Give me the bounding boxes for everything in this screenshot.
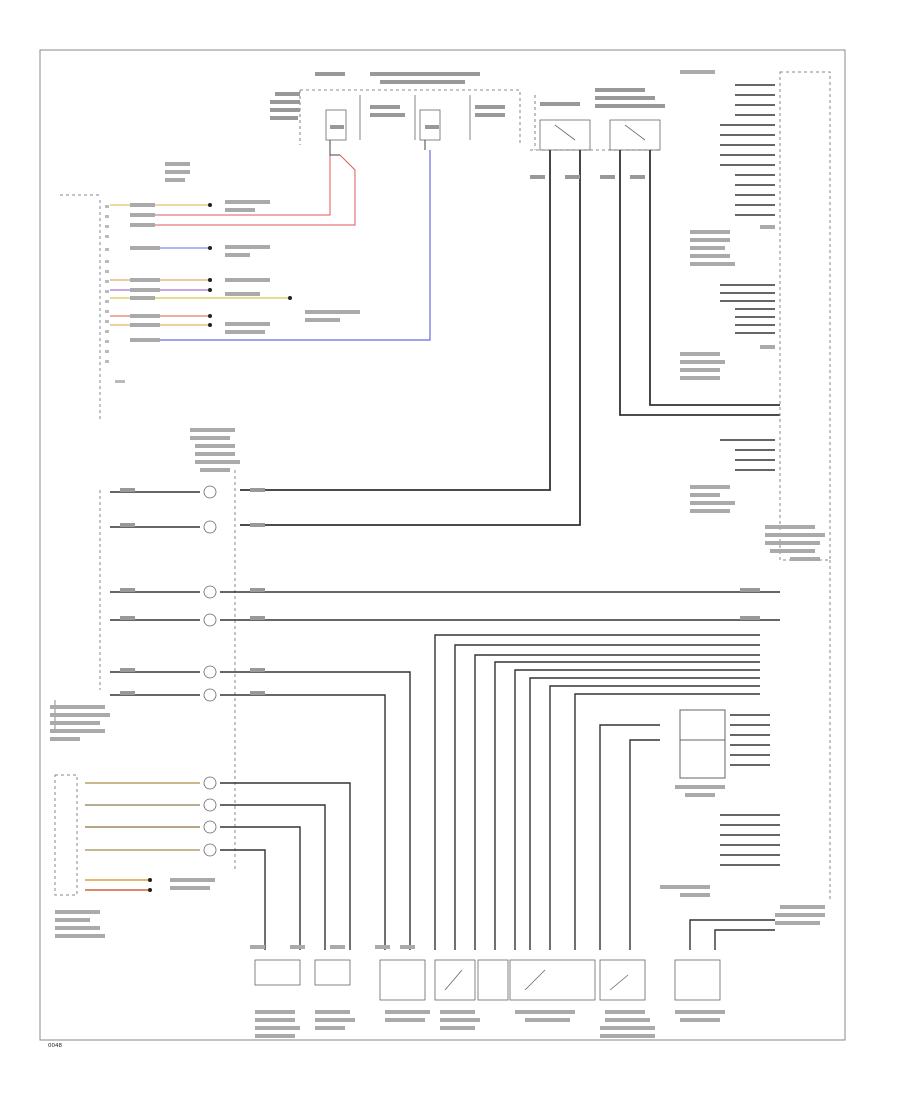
right-pins bbox=[720, 84, 775, 471]
inline-connectors bbox=[203, 485, 217, 857]
relay-module-lower bbox=[679, 739, 726, 779]
lower-left-wires-out bbox=[220, 782, 351, 950]
relay-module-upper bbox=[679, 709, 726, 741]
diagram-id: 0048 bbox=[48, 1043, 62, 1049]
diagram-frame bbox=[39, 49, 846, 1041]
connector-dots bbox=[208, 203, 292, 327]
steering-control-module bbox=[54, 774, 78, 896]
black-wires-upper bbox=[329, 140, 426, 156]
fuse-relay-panel bbox=[299, 89, 521, 145]
blue-wire bbox=[130, 150, 431, 341]
heavy-wires bbox=[240, 150, 780, 526]
relay-group bbox=[530, 95, 661, 151]
fuse-labels bbox=[270, 72, 505, 129]
left-connector-top bbox=[60, 194, 101, 420]
bottom-components bbox=[254, 959, 721, 1001]
right-connector bbox=[779, 71, 831, 561]
red-wires bbox=[130, 154, 356, 226]
lower-left-wires bbox=[85, 782, 200, 891]
